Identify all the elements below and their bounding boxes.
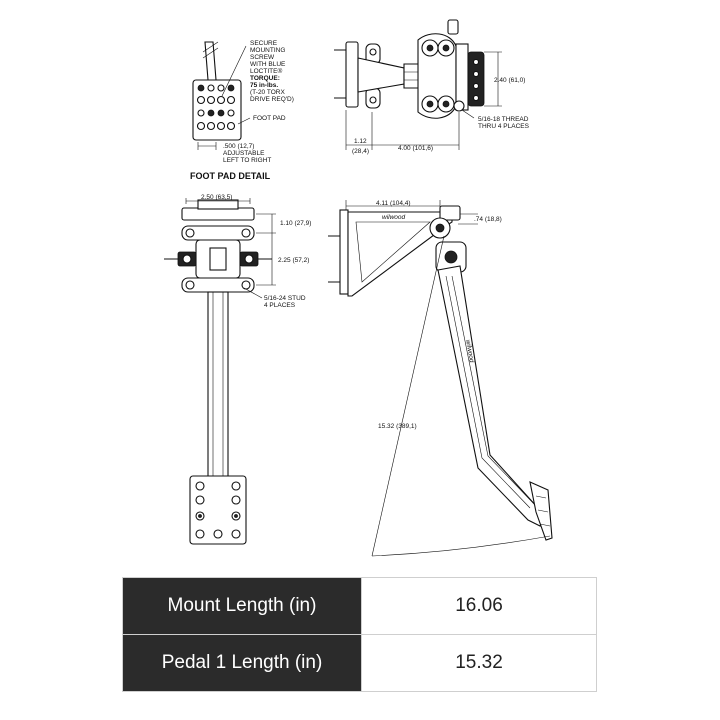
spec-row-pedal-length: Pedal 1 Length (in) 15.32 — [122, 634, 597, 692]
adjust-note-line-2: ADJUSTABLE — [223, 150, 265, 157]
torque-note-line-4: DRIVE REQ'D) — [250, 96, 294, 103]
top-length-dim: 4.00 (101,6) — [398, 145, 433, 152]
stud-note-line-1: 5/16-24 STUD — [264, 295, 306, 302]
pedal-arm-front — [207, 291, 229, 483]
pedal-assembly-drawing: SECURE MOUNTING SCREW WITH BLUE LOCTITE®… — [164, 19, 553, 557]
top-view: 2.40 (61,0) 5/16-18 THREAD THRU 4 PLACES… — [334, 19, 530, 155]
spec-value: 16.06 — [361, 577, 597, 635]
spec-label: Mount Length (in) — [122, 577, 362, 635]
top-left-dim-line-2: (28,4) — [352, 148, 369, 155]
front-mid-dim: 2.25 (57,2) — [278, 257, 309, 264]
top-mount-plate — [181, 207, 255, 221]
screw-note-line-1: SECURE — [250, 40, 278, 47]
foot-pad-label: FOOT PAD — [253, 115, 286, 122]
front-view: 2.50 (63,5) 1.10 (27,9) 2.25 (57,2) 5/16… — [164, 194, 311, 545]
mount-flange — [345, 41, 359, 108]
pedal-length-dim: 15.32 (389,1) — [378, 423, 417, 430]
front-width-dim: 2.50 (63,5) — [201, 194, 232, 201]
foot-pad-detail: SECURE MOUNTING SCREW WITH BLUE LOCTITE®… — [190, 40, 294, 181]
adjust-note-line-1: .500 (12,7) — [223, 143, 254, 150]
side-view: 4.11 (104,4) .74 (18,8) wilwood wilwood … — [328, 200, 553, 557]
screw-note-line-3: SCREW — [250, 54, 275, 61]
pivot-shaft — [357, 57, 405, 93]
thread-note-line-1: 5/16-18 THREAD — [478, 116, 529, 123]
torque-note-line-3: (T-20 TORX — [250, 89, 285, 96]
adjust-note-line-3: LEFT TO RIGHT — [223, 157, 271, 164]
stud-note-line-2: 4 PLACES — [264, 302, 296, 309]
foot-pad-detail-title: FOOT PAD DETAIL — [190, 171, 271, 181]
front-top-dim: 1.10 (27,9) — [280, 220, 311, 227]
spec-table: Mount Length (in) 16.06 Pedal 1 Length (… — [122, 577, 597, 692]
top-left-dim-line-1: 1.12 — [354, 138, 367, 145]
side-offset-dim: .74 (18,8) — [474, 216, 502, 223]
spec-value: 15.32 — [361, 634, 597, 692]
screw-note-line-2: MOUNTING — [250, 47, 285, 54]
top-height-dim: 2.40 (61,0) — [494, 77, 525, 84]
torque-note-line-1: TORQUE: — [250, 75, 280, 82]
torque-note-line-2: 75 in-lbs. — [250, 82, 278, 89]
foot-pad-front — [189, 475, 247, 545]
arm-brand-text: wilwood — [464, 339, 475, 363]
pedal-arm-stub — [204, 41, 217, 81]
screw-note-line-5: LOCTITE® — [250, 67, 282, 75]
spec-label: Pedal 1 Length (in) — [122, 634, 362, 692]
thread-note-line-2: THRU 4 PLACES — [478, 123, 530, 130]
bracket-brand-text: wilwood — [382, 214, 406, 221]
screw-note-line-4: WITH BLUE — [250, 61, 286, 68]
foot-pad-holes — [196, 84, 236, 131]
rod-end-block — [467, 51, 485, 107]
pedal-arm-side — [437, 265, 547, 527]
spec-row-mount-length: Mount Length (in) 16.06 — [122, 577, 597, 635]
side-width-dim: 4.11 (104,4) — [376, 200, 411, 207]
